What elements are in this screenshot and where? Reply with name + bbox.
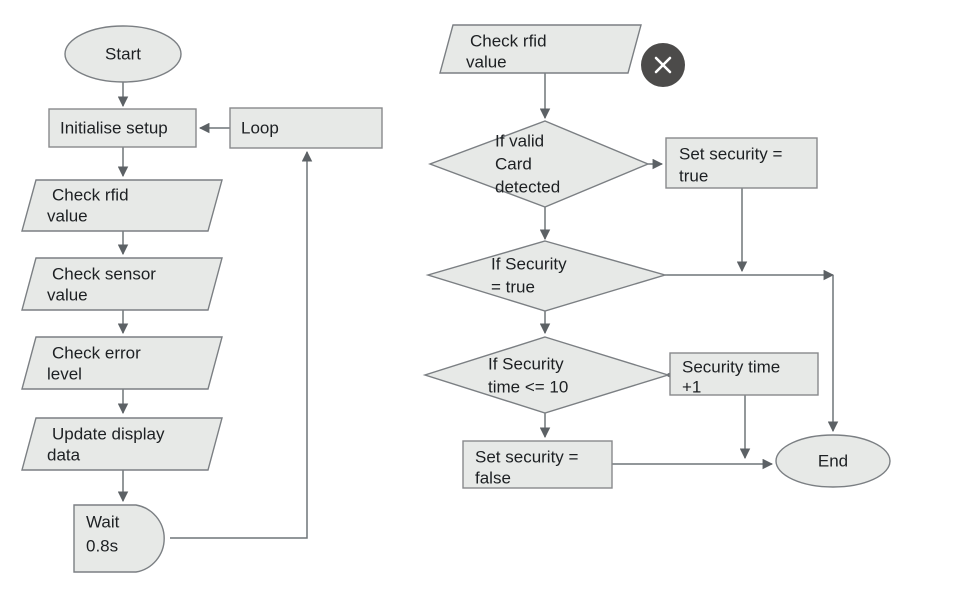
check-error-level-label-line2: level: [47, 364, 82, 383]
left-flow-edges: [117, 82, 313, 539]
set-security-false-label-line2: false: [475, 468, 511, 487]
node-initialise-setup[interactable]: Initialise setup: [48, 108, 197, 148]
node-set-security-false[interactable]: Set security = false: [462, 440, 613, 489]
initialise-setup-label: Initialise setup: [60, 118, 168, 137]
close-icon-stroke-2[interactable]: [654, 56, 672, 74]
check-rfid-value-label-line1: Check rfid: [52, 185, 129, 204]
if-valid-card-detected-label-line1: If valid: [495, 131, 544, 150]
node-check-rfid-value[interactable]: Check rfid value: [21, 179, 223, 232]
node-if-valid-card-detected[interactable]: If valid Card detected: [428, 120, 650, 208]
set-security-false-rect[interactable]: [462, 440, 613, 489]
end-label: End: [818, 451, 848, 470]
set-security-true-label-line1: Set security =: [679, 144, 783, 163]
loop-rect[interactable]: [229, 107, 383, 149]
node-if-security-time-lte-10[interactable]: If Security time <= 10: [422, 336, 671, 414]
set-security-true-rect[interactable]: [665, 137, 818, 189]
check-sensor-value-label-line2: value: [47, 285, 88, 304]
wait-label-line2: 0.8s: [86, 536, 118, 555]
check-sensor-value-parallelogram[interactable]: [21, 257, 223, 311]
check-rfid-value-right-label-line2: value: [466, 52, 507, 71]
node-loop[interactable]: Loop: [229, 107, 383, 149]
node-if-security-true[interactable]: If Security = true: [425, 240, 668, 312]
start-ellipse[interactable]: [64, 25, 182, 83]
security-time-plus-1-label-line1: Security time: [682, 357, 780, 376]
if-security-true-label-line2: = true: [491, 277, 535, 296]
loop-label: Loop: [241, 118, 279, 137]
check-rfid-value-label-line2: value: [47, 206, 88, 225]
set-security-true-label-line2: true: [679, 166, 708, 185]
security-time-plus-1-label-line2: +1: [682, 377, 701, 396]
if-valid-card-detected-label-line3: detected: [495, 177, 560, 196]
check-rfid-value-right-label-line1: Check rfid: [470, 31, 547, 50]
if-security-time-lte-10-label-line1: If Security: [488, 354, 564, 373]
close-button[interactable]: [641, 43, 685, 87]
node-security-time-plus-1[interactable]: Security time +1: [669, 352, 819, 396]
wait-delay-shape[interactable]: [73, 504, 165, 573]
if-valid-card-detected-label-line2: Card: [495, 154, 532, 173]
update-display-data-parallelogram[interactable]: [21, 417, 223, 471]
node-check-error-level[interactable]: Check error level: [21, 336, 223, 390]
node-start[interactable]: Start: [64, 25, 182, 83]
set-security-false-label-line1: Set security =: [475, 447, 579, 466]
if-security-true-diamond[interactable]: [425, 240, 668, 312]
start-label: Start: [105, 44, 141, 63]
if-valid-card-detected-diamond[interactable]: [428, 120, 650, 208]
node-check-rfid-value-right[interactable]: Check rfid value: [439, 24, 642, 74]
check-sensor-value-label-line1: Check sensor: [52, 264, 156, 283]
check-error-level-label-line1: Check error: [52, 343, 141, 362]
if-security-true-label-line1: If Security: [491, 254, 567, 273]
initialise-setup-rect[interactable]: [48, 108, 197, 148]
check-rfid-value-right-parallelogram[interactable]: [439, 24, 642, 74]
if-security-time-lte-10-diamond[interactable]: [422, 336, 671, 414]
update-display-data-label-line1: Update display: [52, 424, 165, 443]
update-display-data-label-line2: data: [47, 445, 81, 464]
check-rfid-value-parallelogram[interactable]: [21, 179, 223, 232]
wait-label-line1: Wait: [86, 512, 120, 531]
if-security-time-lte-10-label-line2: time <= 10: [488, 377, 568, 396]
node-wait[interactable]: Wait 0.8s: [73, 504, 165, 573]
node-update-display-data[interactable]: Update display data: [21, 417, 223, 471]
security-time-plus-1-rect[interactable]: [669, 352, 819, 396]
edge-wait-to-loop: [170, 150, 313, 539]
node-end[interactable]: End: [775, 434, 891, 488]
node-set-security-true[interactable]: Set security = true: [665, 137, 818, 189]
node-check-sensor-value[interactable]: Check sensor value: [21, 257, 223, 311]
check-error-level-parallelogram[interactable]: [21, 336, 223, 390]
right-flow-edges: [539, 73, 839, 470]
end-ellipse[interactable]: [775, 434, 891, 488]
